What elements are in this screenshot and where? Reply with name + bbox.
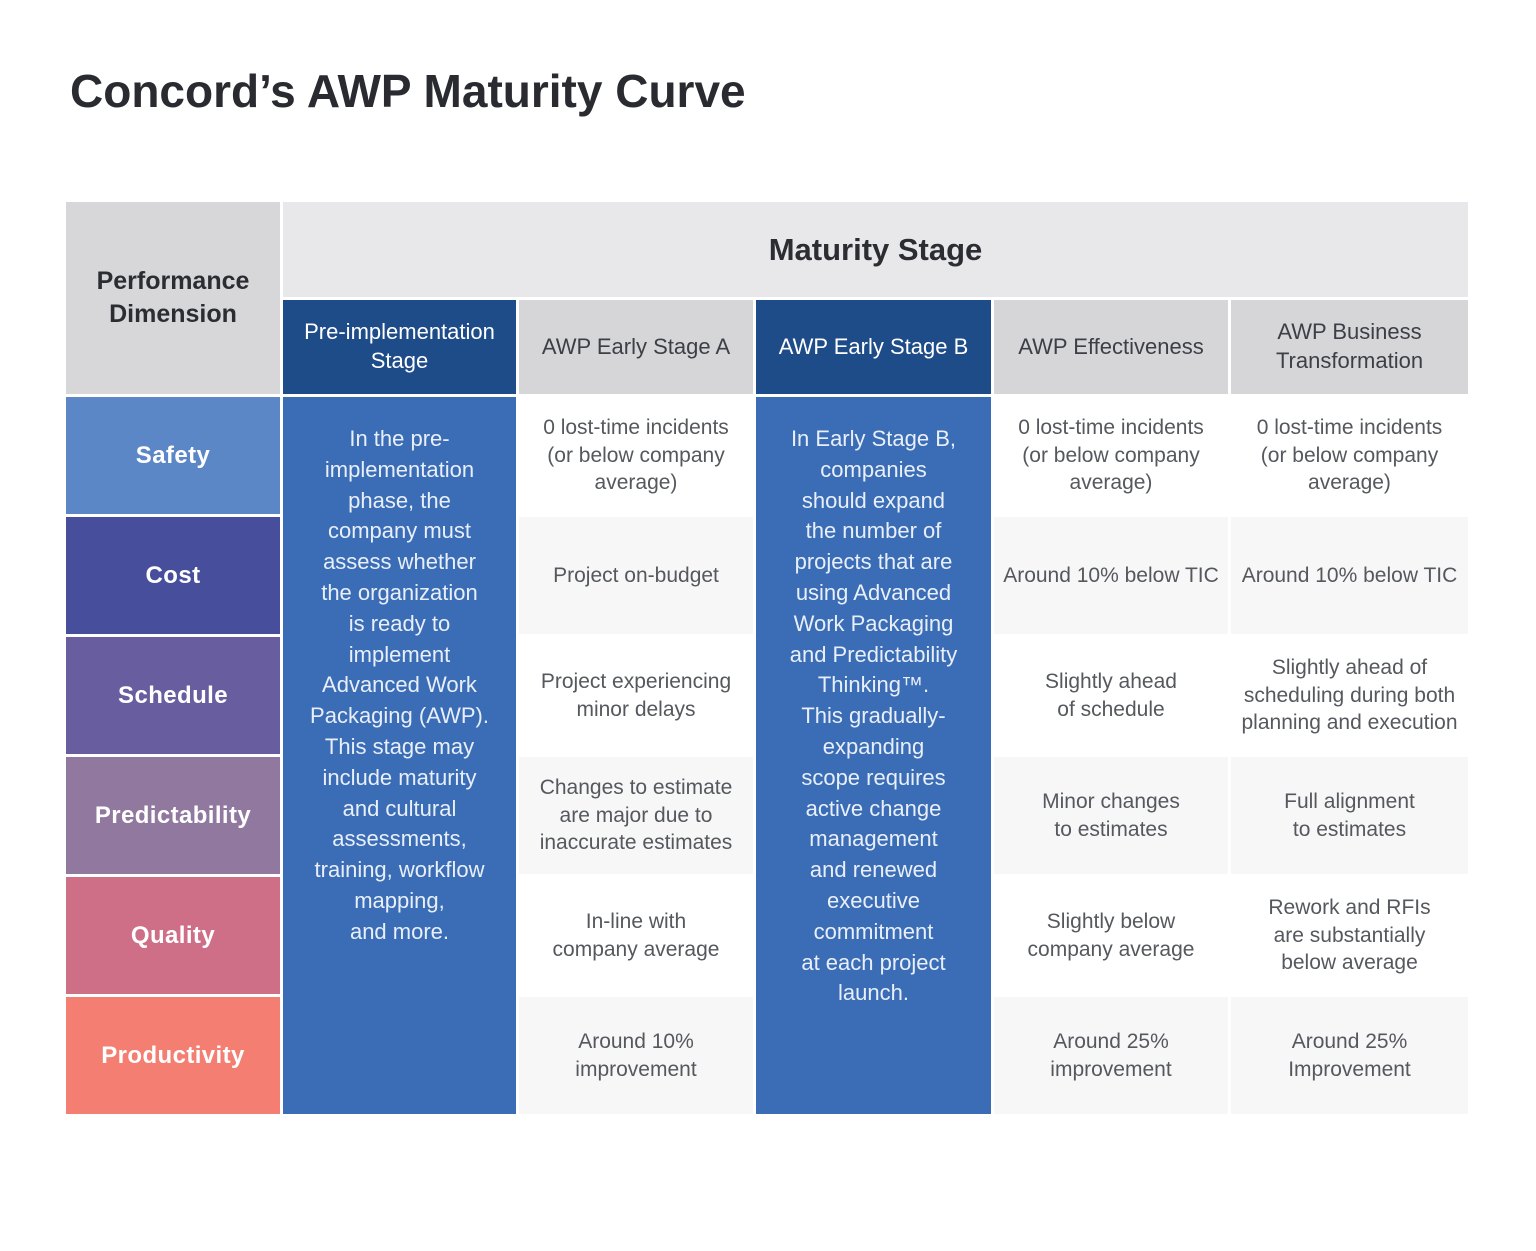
maturity-table: Performance Dimension Maturity Stage Pre… <box>66 202 1468 1114</box>
col-header-awp-early-stage-b: AWP Early Stage B <box>756 300 991 394</box>
col-header-awp-business-transformation: AWP Business Transformation <box>1231 300 1468 394</box>
cell-effectiveness-predictability: Minor changes to estimates <box>994 757 1228 874</box>
maturity-stage-header: Maturity Stage <box>283 202 1468 297</box>
row-label-predictability: Predictability <box>66 757 280 874</box>
row-label-cost: Cost <box>66 517 280 634</box>
cell-business-transformation-schedule: Slightly ahead of scheduling during both… <box>1231 637 1468 754</box>
cell-early-stage-a-schedule: Project experiencing minor delays <box>519 637 753 754</box>
cell-effectiveness-productivity: Around 25% improvement <box>994 997 1228 1114</box>
col-header-pre-implementation: Pre-implementation Stage <box>283 300 516 394</box>
merged-cell-pre-implementation: In the pre- implementation phase, the co… <box>283 397 516 1114</box>
cell-effectiveness-schedule: Slightly ahead of schedule <box>994 637 1228 754</box>
page: Concord’s AWP Maturity Curve Performance… <box>0 64 1536 1114</box>
cell-early-stage-a-safety: 0 lost-time incidents (or below company … <box>519 397 753 514</box>
cell-effectiveness-quality: Slightly below company average <box>994 877 1228 994</box>
cell-business-transformation-predictability: Full alignment to estimates <box>1231 757 1468 874</box>
cell-business-transformation-quality: Rework and RFIs are substantially below … <box>1231 877 1468 994</box>
cell-business-transformation-safety: 0 lost-time incidents (or below company … <box>1231 397 1468 514</box>
row-label-schedule: Schedule <box>66 637 280 754</box>
cell-early-stage-a-productivity: Around 10% improvement <box>519 997 753 1114</box>
row-label-productivity: Productivity <box>66 997 280 1114</box>
col-header-awp-early-stage-a: AWP Early Stage A <box>519 300 753 394</box>
cell-early-stage-a-quality: In-line with company average <box>519 877 753 994</box>
merged-cell-awp-early-stage-b: In Early Stage B, companies should expan… <box>756 397 991 1114</box>
cell-effectiveness-cost: Around 10% below TIC <box>994 517 1228 634</box>
performance-dimension-header: Performance Dimension <box>66 202 280 394</box>
cell-business-transformation-cost: Around 10% below TIC <box>1231 517 1468 634</box>
cell-early-stage-a-predictability: Changes to estimate are major due to ina… <box>519 757 753 874</box>
cell-business-transformation-productivity: Around 25% Improvement <box>1231 997 1468 1114</box>
row-label-safety: Safety <box>66 397 280 514</box>
col-header-awp-effectiveness: AWP Effectiveness <box>994 300 1228 394</box>
cell-effectiveness-safety: 0 lost-time incidents (or below company … <box>994 397 1228 514</box>
cell-early-stage-a-cost: Project on-budget <box>519 517 753 634</box>
page-title: Concord’s AWP Maturity Curve <box>70 65 746 117</box>
row-label-quality: Quality <box>66 877 280 994</box>
